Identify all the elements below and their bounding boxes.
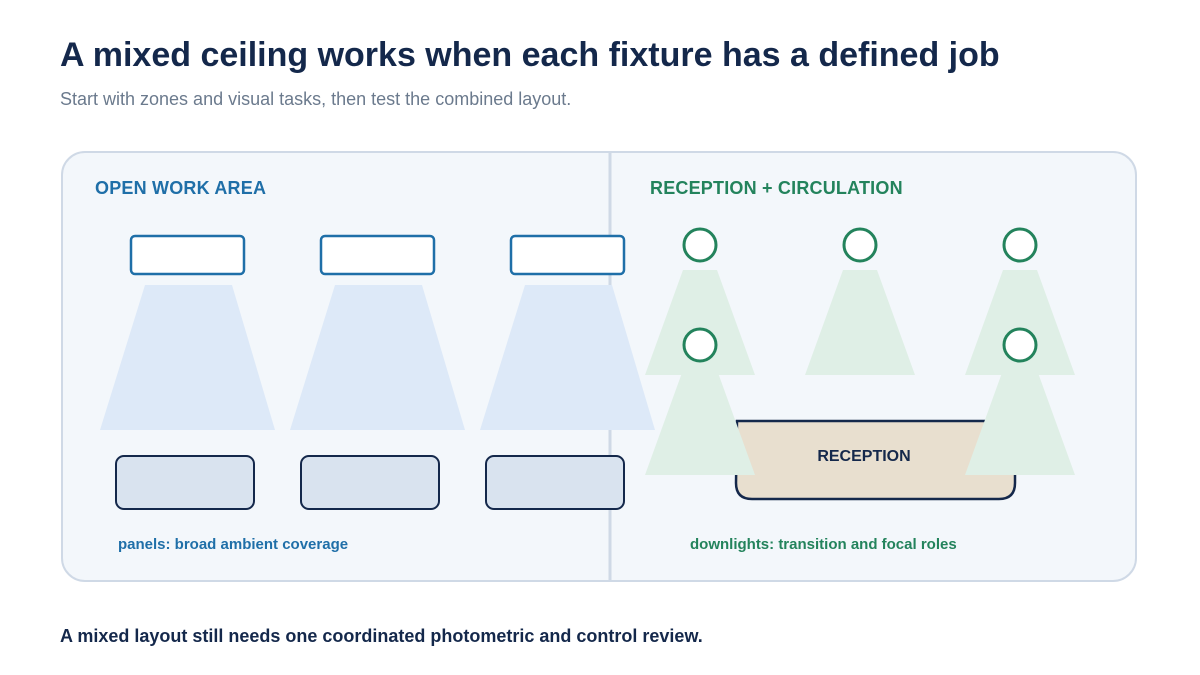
downlight-beam [645,370,755,475]
downlight-beam [965,270,1075,375]
ceiling-panel [319,234,436,276]
page-subtitle: Start with zones and visual tasks, then … [60,89,572,109]
workstation [115,455,255,510]
reception-label: RECEPTION [817,448,911,465]
downlight-icon [1002,227,1038,263]
zone-caption-panels: panels: broad ambient coverage [118,536,349,553]
zone-caption-downlights: downlights: transition and focal roles [690,536,957,553]
zone-title-open-work-area: OPEN WORK AREA [95,178,267,198]
downlight-icon [682,327,718,363]
workstation [300,455,440,510]
downlight-beam [645,270,755,375]
workstation [485,455,625,510]
ceiling-panel [129,234,246,276]
downlight-icon [682,227,718,263]
panel-beam [100,285,275,430]
ceiling-panel [509,234,626,276]
zone-title-reception-circulation: RECEPTION + CIRCULATION [650,178,903,198]
reception-desk [734,419,1017,501]
downlight-icon [1002,327,1038,363]
panel-beam [290,285,465,430]
downlight-beam [965,370,1075,475]
page-title: A mixed ceiling works when each fixture … [60,36,1000,74]
downlight-icon [842,227,878,263]
footer-note: A mixed layout still needs one coordinat… [60,626,703,646]
downlight-beam [805,270,915,375]
panel-beam [480,285,655,430]
